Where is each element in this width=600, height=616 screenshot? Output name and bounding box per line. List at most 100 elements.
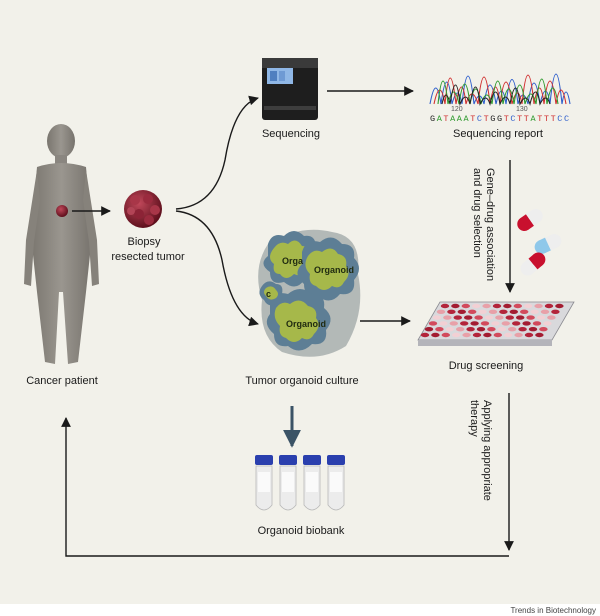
plate-well <box>441 332 450 338</box>
plate-well <box>524 332 534 338</box>
organoid-label-bottom: Organoid <box>286 319 326 329</box>
plate-well <box>547 315 556 320</box>
plate-well <box>530 309 539 314</box>
arrow-biopsy-to-sequencing <box>175 95 259 210</box>
plate-well <box>518 327 527 332</box>
plate-well <box>488 309 498 314</box>
plate-well <box>449 321 458 326</box>
plate-well <box>424 327 434 332</box>
biopsy-tumor <box>124 190 162 228</box>
cryo-tube <box>303 455 321 511</box>
plate-well <box>501 321 510 326</box>
plate-well <box>540 309 550 314</box>
chromatogram-base: T <box>443 114 448 124</box>
plate-well <box>474 315 483 320</box>
resected-tumor-label: resected tumor <box>111 251 185 263</box>
gene-drug-label-line1: Gene–drug association <box>484 168 496 281</box>
plate-well <box>534 303 543 309</box>
plate-well <box>451 303 460 309</box>
gene-drug-label-group: Gene–drug association and drug selection <box>471 168 496 281</box>
plate-well <box>528 327 538 332</box>
organoid-biobank-label: Organoid biobank <box>258 525 345 537</box>
plate-well <box>461 303 470 309</box>
plate-well <box>470 321 479 326</box>
plate-well <box>509 309 518 314</box>
sequencer-machine <box>262 58 318 120</box>
plate-well <box>514 332 523 338</box>
plate-well <box>445 327 454 332</box>
plate-well <box>493 332 502 338</box>
biopsy-label: Biopsy <box>127 236 161 248</box>
drug-capsules <box>517 208 562 276</box>
drug-screening-label: Drug screening <box>449 360 524 372</box>
plate-well <box>453 315 462 320</box>
plate-well <box>464 315 473 320</box>
plate-well <box>513 303 522 309</box>
organoid-label-c: c <box>266 289 271 299</box>
plate-well <box>503 303 512 309</box>
drug-screening-plate <box>417 301 575 346</box>
plate-well <box>504 332 513 338</box>
tumor-in-body <box>56 205 68 217</box>
arrow-therapy-to-patient <box>61 417 509 557</box>
arrow-biopsy-to-organoid <box>175 210 259 327</box>
plate-well <box>435 327 444 332</box>
plate-well <box>484 315 494 320</box>
plate-well <box>462 332 471 338</box>
chromatogram-base: A <box>457 114 463 124</box>
plate-well <box>436 309 446 314</box>
plate-well <box>535 332 544 338</box>
cryo-tube <box>255 455 273 511</box>
chromatogram-base: C <box>557 114 562 124</box>
applying-therapy-label-line2: therapy <box>468 400 480 437</box>
plate-well <box>487 327 496 332</box>
chromatogram-base: C <box>477 114 482 124</box>
cryo-tube <box>327 455 345 511</box>
chromatogram-base: G <box>497 114 502 124</box>
plate-well <box>456 327 465 332</box>
plate-well <box>447 309 456 314</box>
plate-well <box>466 327 475 332</box>
sequencing-label: Sequencing <box>262 128 320 140</box>
plate-well <box>505 315 514 320</box>
plate-well <box>492 303 502 309</box>
chromatogram-position-120: 120 <box>451 106 463 113</box>
cancer-patient-label: Cancer patient <box>26 375 98 387</box>
organoid-biobank-tubes <box>255 455 345 511</box>
chromatogram-base: T <box>484 114 489 124</box>
plate-well <box>499 309 508 314</box>
plate-well <box>508 327 517 332</box>
chromatogram-base: C <box>564 114 569 124</box>
plate-well <box>428 321 438 326</box>
plate-well <box>483 332 492 338</box>
chromatogram-base: A <box>450 114 456 124</box>
gene-drug-label-line2: and drug selection <box>471 168 483 258</box>
applying-therapy-label-line1: Applying appropriate <box>481 400 493 501</box>
plate-well <box>440 303 450 309</box>
chromatogram-base: T <box>517 114 522 124</box>
plate-well <box>472 332 482 338</box>
chromatogram-base: G <box>430 114 435 124</box>
plate-well <box>482 303 491 309</box>
chromatogram-base: T <box>470 114 475 124</box>
cryo-tube <box>279 455 297 511</box>
credit-text: Trends in Biotechnology <box>510 606 596 615</box>
chromatogram-base: A <box>531 114 537 124</box>
chromatogram-peaks <box>429 73 571 107</box>
plate-well <box>522 321 531 326</box>
chromatogram-base: T <box>504 114 509 124</box>
plate-well <box>420 332 430 338</box>
plate-well <box>516 315 525 320</box>
plate-well <box>432 315 442 320</box>
patient-silhouette <box>24 124 99 364</box>
plate-well <box>476 327 486 332</box>
plate-well <box>457 309 466 314</box>
tumor-organoid-culture-label: Tumor organoid culture <box>245 375 358 387</box>
tumor-organoids: Orga Organoid Organoid c <box>258 229 361 357</box>
chromatogram-base: A <box>464 114 470 124</box>
plate-well <box>439 321 448 326</box>
plate-well <box>512 321 521 326</box>
plate-well <box>443 315 452 320</box>
